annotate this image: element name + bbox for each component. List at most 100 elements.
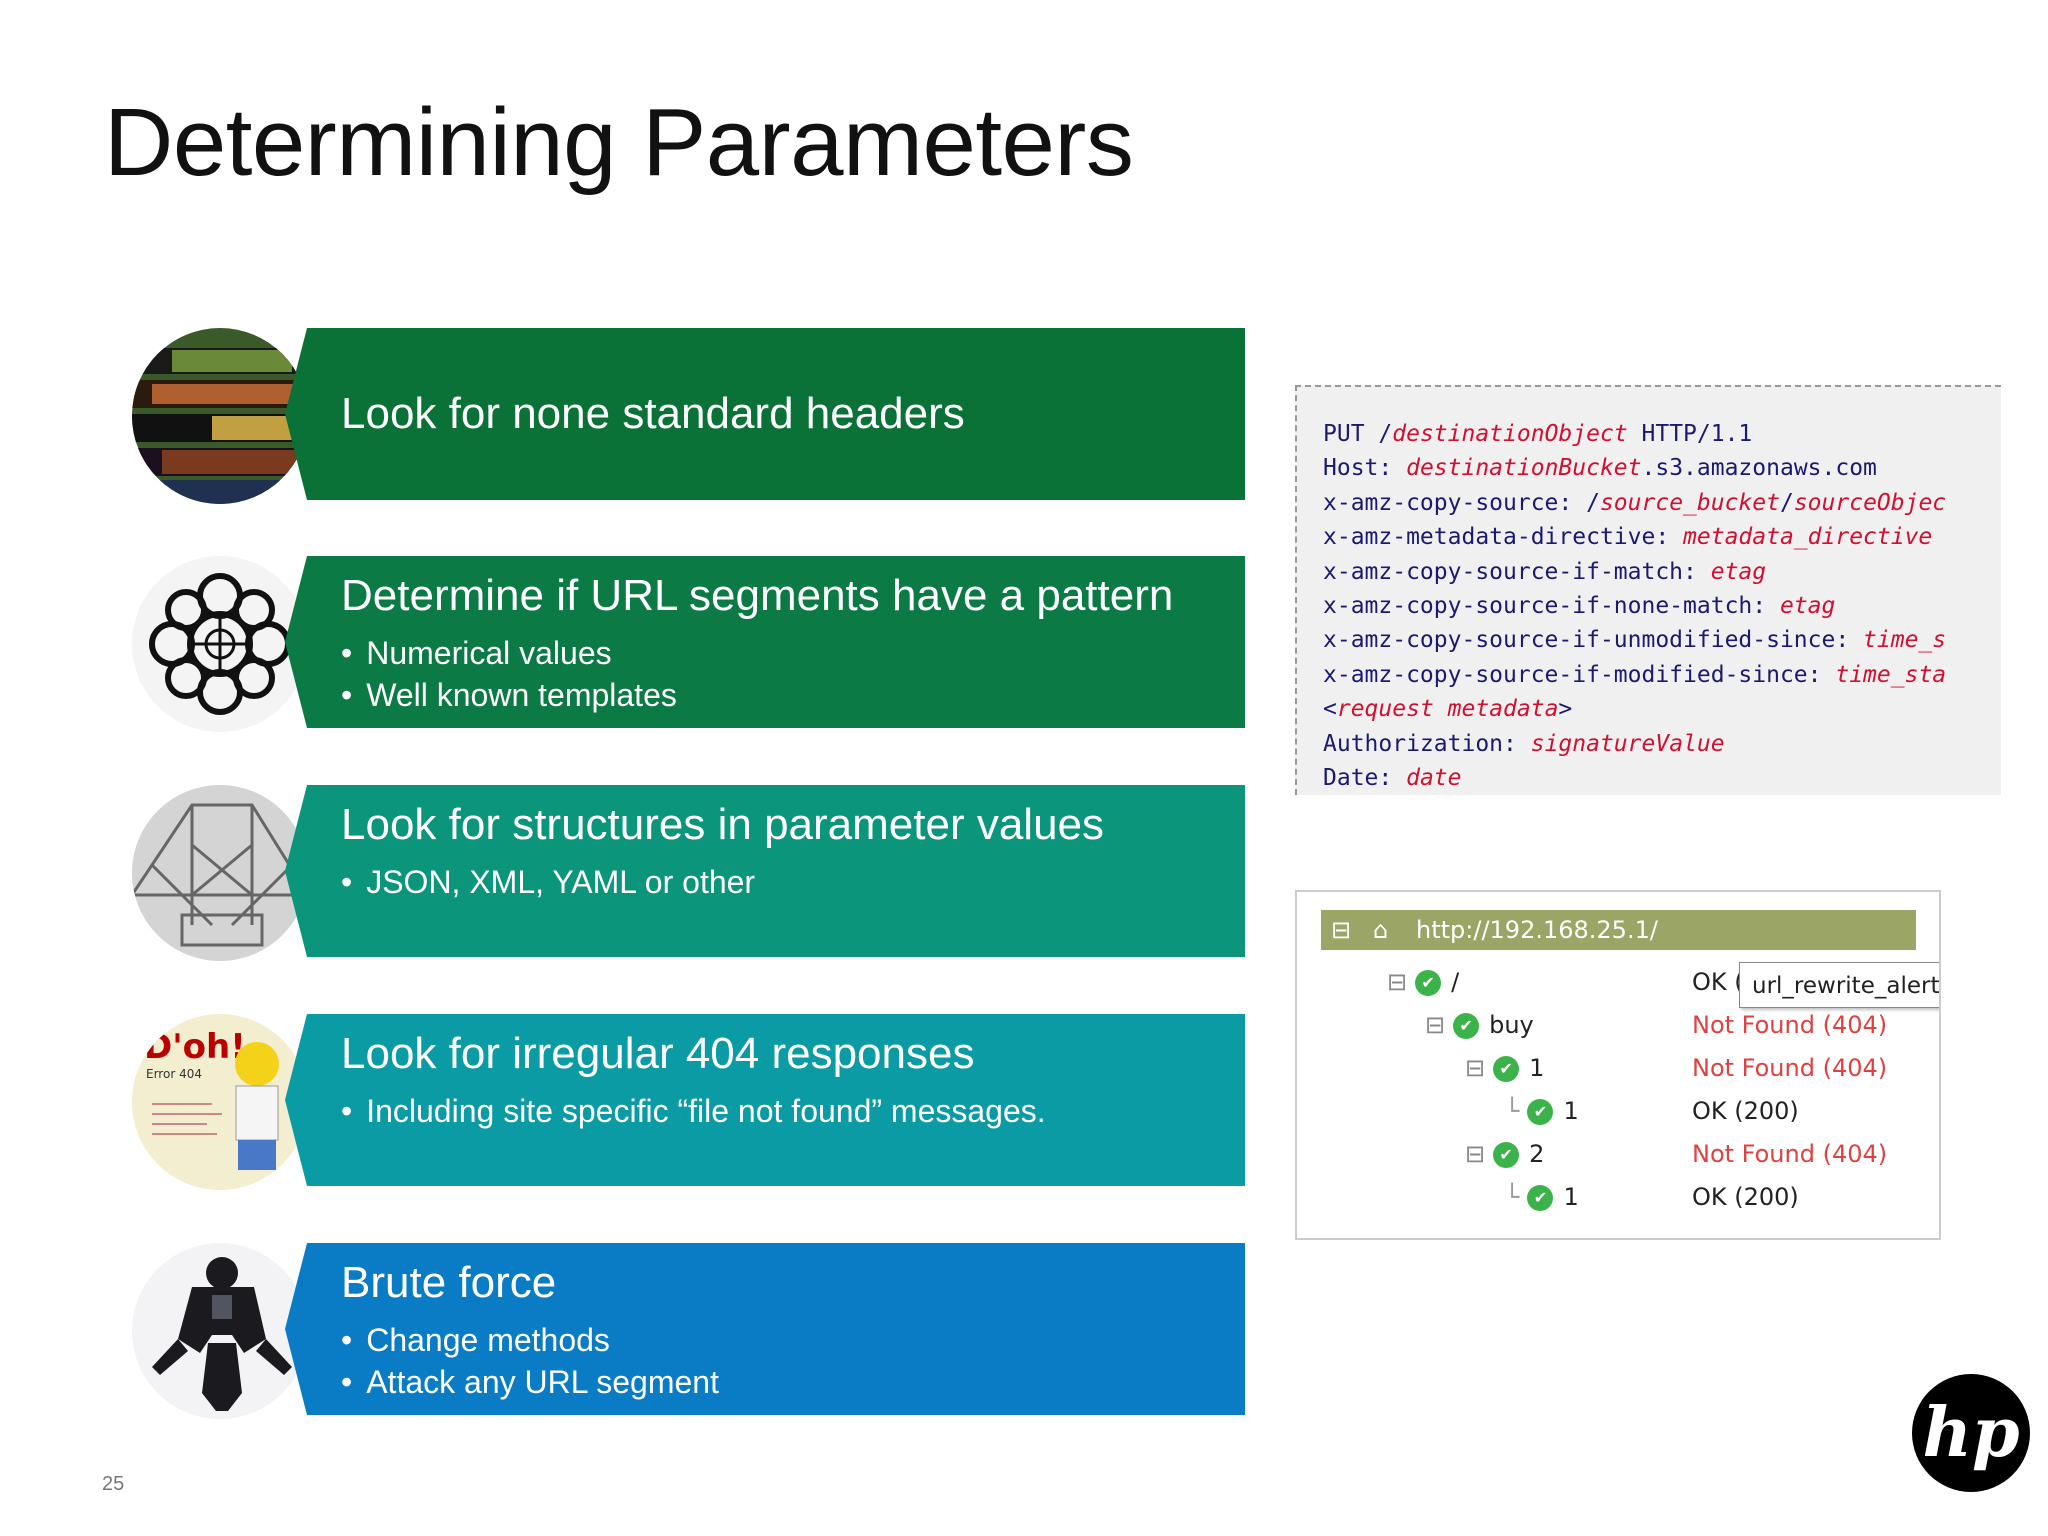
- bullet-item: Well known templates: [341, 674, 1245, 716]
- code-placeholder: etag: [1710, 558, 1767, 585]
- code-line: Authorization: signatureValue: [1323, 727, 2001, 761]
- bullet-list: Change methods Attack any URL segment: [341, 1319, 1245, 1403]
- band-heading: Brute force: [341, 1258, 557, 1307]
- bullet-item: Numerical values: [341, 632, 1245, 674]
- tree-branch-line: └: [1505, 1097, 1520, 1125]
- code-placeholder: source_bucket: [1599, 489, 1780, 516]
- code-text: x-amz-copy-source-if-none-match:: [1323, 593, 1780, 620]
- code-placeholder: destinationObject: [1392, 421, 1628, 447]
- tree-node-label: 1: [1529, 1054, 1545, 1082]
- code-placeholder: time_s: [1863, 627, 1947, 654]
- tree-node-status: OK (: [1692, 968, 1744, 996]
- film-collage-image: [132, 328, 308, 504]
- band-irregular-404: Look for irregular 404 responses Includi…: [285, 1014, 1245, 1186]
- tree-node[interactable]: └ ✔ 1: [1505, 1177, 1579, 1217]
- collapse-icon[interactable]: ⊟: [1387, 968, 1408, 996]
- tree-node-status: OK (200): [1692, 1097, 1799, 1125]
- bullet-list: Including site specific “file not found”…: [341, 1090, 1245, 1132]
- home-icon: ⌂: [1373, 916, 1389, 944]
- code-line: Host: destinationBucket.s3.amazonaws.com: [1323, 451, 2001, 485]
- tree-node-status: Not Found (404): [1692, 1011, 1888, 1039]
- tree-node-status: Not Found (404): [1692, 1054, 1888, 1082]
- band-url-segments: Determine if URL segments have a pattern…: [285, 556, 1245, 728]
- truss-sketch-image: [132, 785, 308, 961]
- svg-text:Error 404: Error 404: [146, 1067, 202, 1081]
- tree-node[interactable]: ⊟ ✔ 1: [1465, 1048, 1544, 1088]
- armored-figure-image: [132, 1243, 308, 1419]
- bullet-item: JSON, XML, YAML or other: [341, 861, 1245, 903]
- band-nonstandard-headers: Look for none standard headers: [285, 328, 1245, 500]
- code-placeholder: date: [1406, 765, 1462, 792]
- page-check-icon: ✔: [1527, 1185, 1554, 1211]
- svg-text:D'oh!: D'oh!: [144, 1027, 246, 1067]
- page-check-icon: ✔: [1527, 1099, 1554, 1125]
- svg-text:hp: hp: [1923, 1393, 2020, 1473]
- tree-node[interactable]: ⊟ ✔ /: [1387, 962, 1459, 1002]
- code-line: x-amz-copy-source: /source_bucket/source…: [1323, 486, 2001, 520]
- code-placeholder: time_sta: [1835, 661, 1947, 688]
- bullet-list: JSON, XML, YAML or other: [341, 861, 1245, 903]
- tree-branch-line: └: [1505, 1183, 1520, 1211]
- code-text: Host:: [1323, 455, 1407, 482]
- code-text: .s3.amazonaws.com: [1641, 455, 1877, 482]
- folder-check-icon: ✔: [1493, 1142, 1520, 1168]
- code-placeholder: sourceObjec: [1793, 489, 1947, 516]
- code-text: <: [1323, 696, 1337, 723]
- code-placeholder: signatureValue: [1530, 730, 1725, 757]
- band-brute-force: Brute force Change methods Attack any UR…: [285, 1243, 1245, 1415]
- code-text: >: [1558, 696, 1573, 723]
- tree-node-label: 2: [1529, 1140, 1545, 1168]
- folder-check-icon: ✔: [1493, 1056, 1520, 1082]
- bullet-item: Including site specific “file not found”…: [341, 1090, 1245, 1132]
- celtic-knot-image: [132, 556, 308, 732]
- code-line: Date: date: [1323, 761, 2001, 795]
- band-parameter-structures: Look for structures in parameter values …: [285, 785, 1245, 957]
- hp-logo: hp: [1912, 1374, 2030, 1492]
- folder-check-icon: ✔: [1415, 970, 1442, 996]
- tree-node-status: OK (200): [1692, 1183, 1799, 1211]
- band-heading: Determine if URL segments have a pattern: [341, 571, 1174, 620]
- bullet-list: Numerical values Well known templates: [341, 632, 1245, 716]
- code-line: <request metadata>: [1323, 692, 2001, 726]
- tooltip: url_rewrite_alert_b: [1739, 962, 1939, 1008]
- collapse-icon[interactable]: ⊟: [1465, 1140, 1486, 1168]
- code-text: Date:: [1323, 765, 1407, 792]
- collapse-icon[interactable]: ⊟: [1425, 1011, 1446, 1039]
- code-text: PUT /: [1323, 421, 1393, 447]
- collapse-icon[interactable]: ⊟: [1331, 916, 1352, 944]
- code-text: x-amz-metadata-directive:: [1323, 524, 1684, 551]
- tree-root-url: http://192.168.25.1/: [1416, 916, 1658, 944]
- code-text: HTTP/1.1: [1627, 421, 1753, 447]
- code-text: /: [1779, 489, 1794, 516]
- tree-node[interactable]: ⊟ ✔ 2: [1465, 1134, 1544, 1174]
- code-placeholder: etag: [1779, 593, 1836, 620]
- tree-node[interactable]: ⊟ ✔ buy: [1425, 1005, 1534, 1045]
- bullet-item: Change methods: [341, 1319, 1245, 1361]
- tree-node-label: 1: [1563, 1097, 1579, 1125]
- band-heading: Look for none standard headers: [341, 389, 965, 438]
- code-text: Authorization:: [1323, 730, 1531, 757]
- code-line: PUT /destinationObject HTTP/1.1: [1323, 417, 2001, 451]
- code-text: x-amz-copy-source: /: [1323, 489, 1600, 516]
- code-placeholder: destinationBucket: [1406, 455, 1642, 482]
- code-placeholder: request metadata: [1336, 696, 1559, 723]
- code-line: x-amz-copy-source-if-match: etag: [1323, 555, 2001, 589]
- tree-node-status: Not Found (404): [1692, 1140, 1888, 1168]
- doh-error-404-image: D'oh! Error 404: [132, 1014, 308, 1190]
- band-heading: Look for structures in parameter values: [341, 800, 1105, 849]
- tree-node-label: /: [1451, 968, 1460, 996]
- folder-check-icon: ✔: [1453, 1013, 1480, 1039]
- code-line: x-amz-copy-source-if-unmodified-since: t…: [1323, 623, 2001, 657]
- tree-root-row[interactable]: ⊟ ⌂ http://192.168.25.1/: [1321, 910, 1916, 950]
- collapse-icon[interactable]: ⊟: [1465, 1054, 1486, 1082]
- code-text: x-amz-copy-source-if-unmodified-since:: [1323, 627, 1864, 654]
- page-number: 25: [102, 1473, 125, 1495]
- tree-node-label: buy: [1489, 1011, 1534, 1039]
- tree-node-label: 1: [1563, 1183, 1579, 1211]
- code-text: x-amz-copy-source-if-modified-since:: [1323, 661, 1836, 688]
- code-text: x-amz-copy-source-if-match:: [1323, 558, 1711, 585]
- tree-node[interactable]: └ ✔ 1: [1505, 1091, 1579, 1131]
- code-placeholder: metadata_directive: [1683, 524, 1933, 551]
- code-line: x-amz-copy-source-if-modified-since: tim…: [1323, 658, 2001, 692]
